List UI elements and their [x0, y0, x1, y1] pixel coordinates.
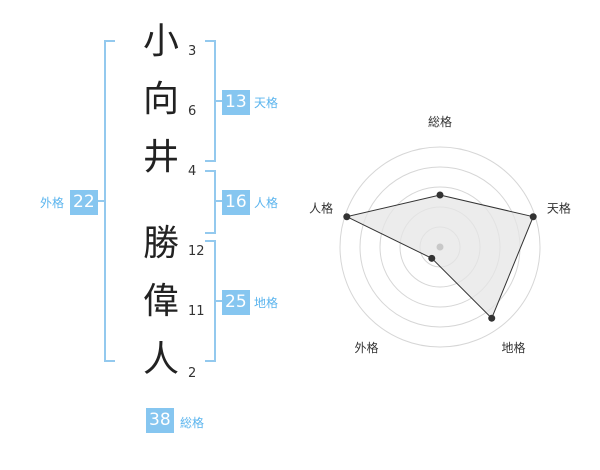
name-char-2: 向: [142, 79, 179, 120]
radar-points: [343, 191, 537, 322]
jinkaku-bracket: [205, 170, 216, 234]
tenkaku-label: 天格: [254, 96, 279, 110]
stroke-count-1: 3: [188, 44, 197, 59]
radar-axis-label: 地格: [501, 340, 525, 355]
name-char-3: 井: [142, 137, 179, 178]
chikaku-bracket-tick: [216, 300, 222, 302]
jinkaku-bracket-tick: [216, 200, 222, 202]
gaikaku-label: 外格: [40, 196, 65, 210]
radar-axis-label: 人格: [309, 200, 333, 215]
soukaku-label: 総格: [180, 416, 205, 430]
radar-axis-label: 外格: [355, 340, 379, 355]
radar-point: [488, 314, 496, 322]
name-char-4: 勝: [142, 223, 179, 264]
tenkaku-bracket-tick: [216, 100, 222, 102]
chikaku-value-badge: 25: [222, 290, 250, 315]
stroke-count-4: 12: [188, 244, 205, 259]
radar-point: [529, 213, 537, 221]
tenkaku-bracket: [205, 40, 216, 162]
stroke-count-5: 11: [188, 304, 205, 319]
soukaku-value-badge: 38: [146, 408, 174, 433]
name-char-5: 偉: [142, 281, 179, 322]
radar-point: [343, 213, 351, 221]
radar-center-dot: [436, 243, 444, 251]
stroke-count-3: 4: [188, 164, 197, 179]
jinkaku-value-badge: 16: [222, 190, 250, 215]
gaikaku-bracket-tick: [96, 200, 104, 202]
tenkaku-value-badge: 13: [222, 90, 250, 115]
radar-axis-label: 天格: [547, 200, 571, 215]
radar-grid-ring: [339, 146, 541, 348]
radar-point: [436, 191, 444, 199]
chikaku-bracket: [205, 240, 216, 362]
stroke-count-2: 6: [188, 104, 197, 119]
radar-point: [428, 254, 436, 262]
name-char-1: 小: [142, 21, 179, 62]
name-char-6: 人: [142, 339, 179, 380]
stroke-count-6: 2: [188, 366, 197, 381]
radar-axis-label: 総格: [428, 114, 452, 129]
jinkaku-label: 人格: [254, 196, 279, 210]
gaikaku-bracket: [104, 40, 115, 362]
radar-polygon: [345, 194, 534, 320]
gaikaku-value-badge: 22: [70, 190, 98, 215]
chikaku-label: 地格: [254, 296, 279, 310]
